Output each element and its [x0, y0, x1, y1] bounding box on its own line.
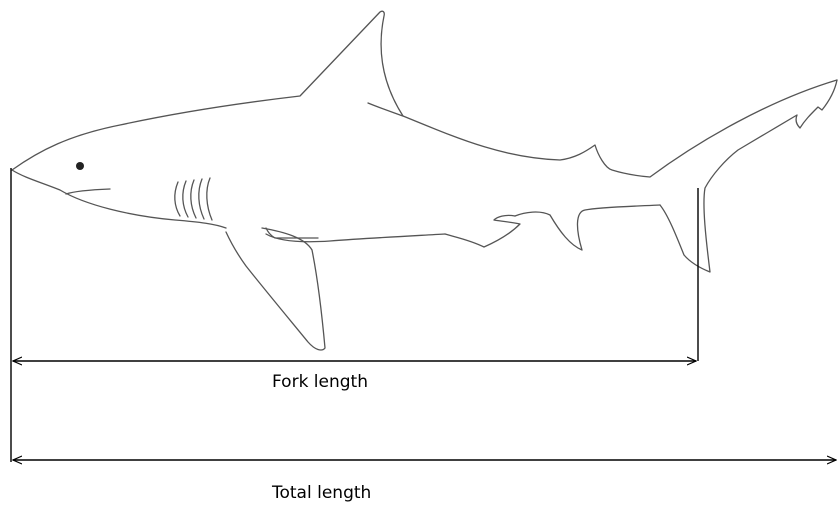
shark-eye	[76, 162, 84, 170]
shark-outline	[12, 11, 837, 350]
shark-anal-fin	[445, 215, 520, 247]
shark-gill-5	[207, 178, 212, 220]
measurement-lines	[11, 168, 836, 462]
shark-pectoral-fin	[226, 228, 325, 350]
fork-length-label: Fork length	[272, 372, 368, 392]
shark-body-top	[12, 11, 837, 177]
total-length-label: Total length	[272, 483, 371, 503]
shark-gill-4	[199, 179, 204, 219]
shark-tail-lower	[515, 205, 660, 250]
shark-underside	[12, 170, 226, 228]
shark-caudal-upper	[660, 80, 837, 272]
shark-gill-2	[183, 181, 188, 217]
shark-mouth	[66, 189, 110, 194]
shark-dorsal-base	[368, 103, 403, 116]
shark-gill-1	[175, 182, 180, 216]
shark-pelvic-fin	[266, 228, 318, 238]
shark-gill-3	[191, 180, 196, 218]
